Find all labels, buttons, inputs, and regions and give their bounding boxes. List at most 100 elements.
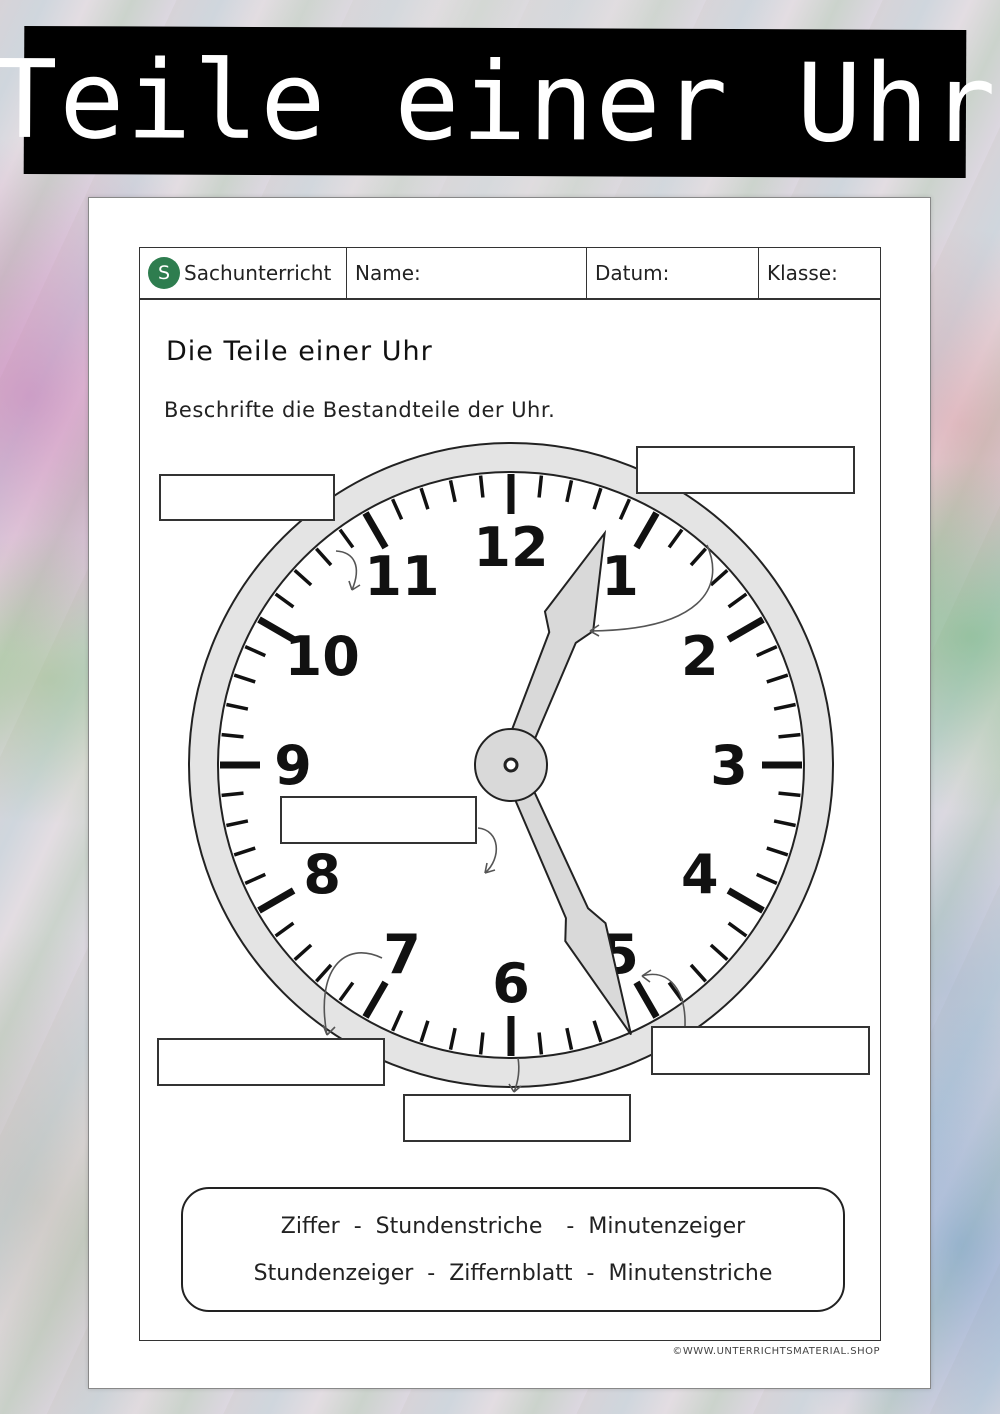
label-box-center[interactable] xyxy=(280,796,477,844)
minute-tick xyxy=(592,487,603,510)
arrow-top-right xyxy=(589,544,714,632)
word-separator: - xyxy=(586,1260,595,1286)
minute-tick xyxy=(233,673,256,684)
arrow-top-left xyxy=(335,550,358,591)
numeral-9: 9 xyxy=(274,734,312,797)
center-pin xyxy=(503,757,519,773)
minute-tick xyxy=(478,475,485,498)
class-label: Klasse: xyxy=(767,261,838,285)
hour-tick xyxy=(726,616,765,643)
hour-tick xyxy=(362,511,389,550)
numeral-7: 7 xyxy=(383,923,421,986)
name-field[interactable]: Name: xyxy=(347,248,587,298)
numeral-4: 4 xyxy=(681,843,719,906)
header-row: S Sachunterricht Name: Datum: Klasse: xyxy=(140,248,880,300)
word-ziffernblatt: Ziffernblatt xyxy=(449,1260,573,1286)
minute-tick xyxy=(338,981,355,1002)
word-bank-line-1: Ziffer - Stundenstriche - Minutenzeiger xyxy=(281,1214,745,1239)
hour-tick xyxy=(633,980,660,1019)
minute-tick xyxy=(778,732,801,739)
numeral-3: 3 xyxy=(710,734,748,797)
worksheet-page: S Sachunterricht Name: Datum: Klasse: Di… xyxy=(88,197,931,1389)
minute-tick xyxy=(727,592,748,609)
minute-tick xyxy=(667,981,684,1002)
numeral-11: 11 xyxy=(364,545,439,608)
class-field[interactable]: Klasse: xyxy=(759,248,880,298)
copyright-notice: ©WWW.UNTERRICHTSMATERIAL.SHOP xyxy=(672,1346,880,1357)
minute-tick xyxy=(565,1027,574,1050)
numeral-6: 6 xyxy=(492,952,530,1015)
subject-label: Sachunterricht xyxy=(184,261,332,285)
minute-tick xyxy=(391,1009,404,1032)
subject-cell: S Sachunterricht xyxy=(140,248,347,298)
tick-marks xyxy=(220,474,802,1056)
minute-tick xyxy=(689,963,708,983)
subject-badge: S xyxy=(148,257,180,289)
minute-tick xyxy=(766,846,789,857)
label-box-bottom-left[interactable] xyxy=(157,1038,385,1086)
minute-tick xyxy=(419,1020,430,1043)
word-minutenstriche: Minutenstriche xyxy=(608,1260,773,1286)
minute-tick xyxy=(565,480,574,503)
arrow-center xyxy=(477,827,498,874)
minute-tick xyxy=(618,498,631,521)
minute-tick xyxy=(226,819,249,828)
word-separator: - xyxy=(353,1213,362,1239)
minute-tick xyxy=(244,872,267,885)
minute-tick xyxy=(274,921,295,938)
numeral-10: 10 xyxy=(285,625,360,688)
word-separator: - xyxy=(566,1213,575,1239)
arrow-bottom-left xyxy=(323,952,383,1036)
minute-tick xyxy=(773,702,796,711)
minute-tick xyxy=(478,1032,485,1055)
clock-hands xyxy=(474,529,632,1036)
numeral-2: 2 xyxy=(681,625,719,688)
minute-tick xyxy=(537,475,544,498)
hour-tick xyxy=(633,511,660,550)
date-field[interactable]: Datum: xyxy=(587,248,759,298)
word-minutenzeiger: Minutenzeiger xyxy=(588,1213,746,1239)
hour-tick xyxy=(257,616,296,643)
minute-tick xyxy=(709,943,729,962)
minute-tick xyxy=(314,963,333,983)
label-box-top-left[interactable] xyxy=(159,474,335,521)
date-label: Datum: xyxy=(595,261,670,285)
minute-tick xyxy=(448,1027,457,1050)
word-bank-line-2: Stundenzeiger - Ziffernblatt - Minutenst… xyxy=(254,1261,773,1286)
arrow-bottom xyxy=(513,1057,520,1093)
label-box-top-right[interactable] xyxy=(636,446,855,494)
hour-tick xyxy=(257,887,296,914)
word-stundenzeiger: Stundenzeiger xyxy=(253,1260,414,1286)
minute-tick xyxy=(709,568,729,587)
minute-tick xyxy=(293,568,313,587)
minute-tick xyxy=(592,1020,603,1043)
minute-tick xyxy=(391,498,404,521)
word-ziffer: Ziffer xyxy=(280,1213,340,1239)
hour-tick xyxy=(726,887,765,914)
label-box-bottom-right[interactable] xyxy=(651,1026,870,1075)
minute-tick xyxy=(274,592,295,609)
instruction-text: Beschrifte die Bestandteile der Uhr. xyxy=(164,398,556,422)
minute-tick xyxy=(537,1032,544,1055)
minute-tick xyxy=(338,528,355,549)
minute-tick xyxy=(419,487,430,510)
numeral-8: 8 xyxy=(303,843,341,906)
minute-tick xyxy=(293,943,313,962)
minute-tick xyxy=(221,791,244,798)
name-label: Name: xyxy=(355,261,421,285)
minute-tick xyxy=(778,791,801,798)
hour-tick xyxy=(362,980,389,1019)
arrow-bottom-right xyxy=(641,973,686,1027)
minute-tick xyxy=(314,547,333,567)
label-box-bottom[interactable] xyxy=(403,1094,631,1142)
word-bank: Ziffer - Stundenstriche - Minutenzeiger … xyxy=(181,1187,845,1312)
minute-tick xyxy=(448,480,457,503)
word-separator: - xyxy=(427,1260,436,1286)
worksheet-title: Die Teile einer Uhr xyxy=(166,336,433,367)
minute-tick xyxy=(727,921,748,938)
minute-tick xyxy=(233,846,256,857)
numeral-1: 1 xyxy=(601,545,639,608)
numeral-12: 12 xyxy=(473,516,548,579)
